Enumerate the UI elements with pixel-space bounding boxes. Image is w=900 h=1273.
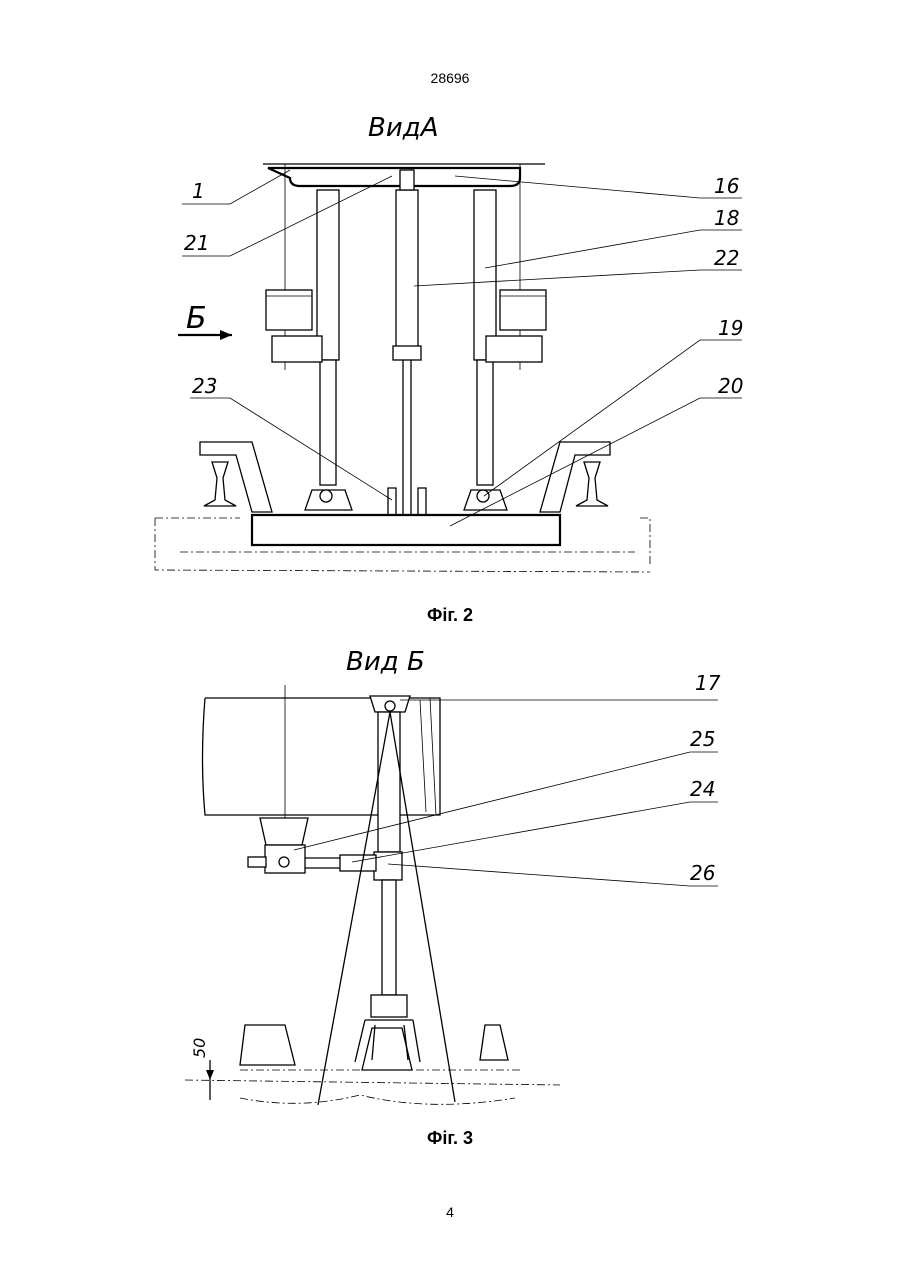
label-20: 20 [718,374,743,398]
label-24: 24 [690,777,715,801]
view-a-title: ВидА [368,113,439,143]
figure-2-caption: Фіг. 2 [0,605,900,626]
label-25: 25 [690,727,715,751]
dimension-50: 50 [190,1038,209,1058]
direction-b-label: Б [186,301,207,336]
label-23: 23 [192,374,217,398]
label-1: 1 [192,179,205,203]
label-17: 17 [695,671,721,695]
figure-2-drawing: ВидА Б 1 21 16 18 22 19 20 [0,100,900,590]
view-b-title: Вид Б [346,647,425,677]
figure-3-drawing: Вид Б 50 17 25 24 26 [0,640,900,1120]
label-16: 16 [714,174,739,198]
label-22: 22 [714,246,739,270]
label-18: 18 [714,206,739,230]
page-number: 4 [0,1204,900,1220]
document-number: 28696 [0,70,900,86]
label-19: 19 [718,316,743,340]
figure-3-caption: Фіг. 3 [0,1128,900,1149]
label-21: 21 [184,231,209,255]
label-26: 26 [690,861,715,885]
